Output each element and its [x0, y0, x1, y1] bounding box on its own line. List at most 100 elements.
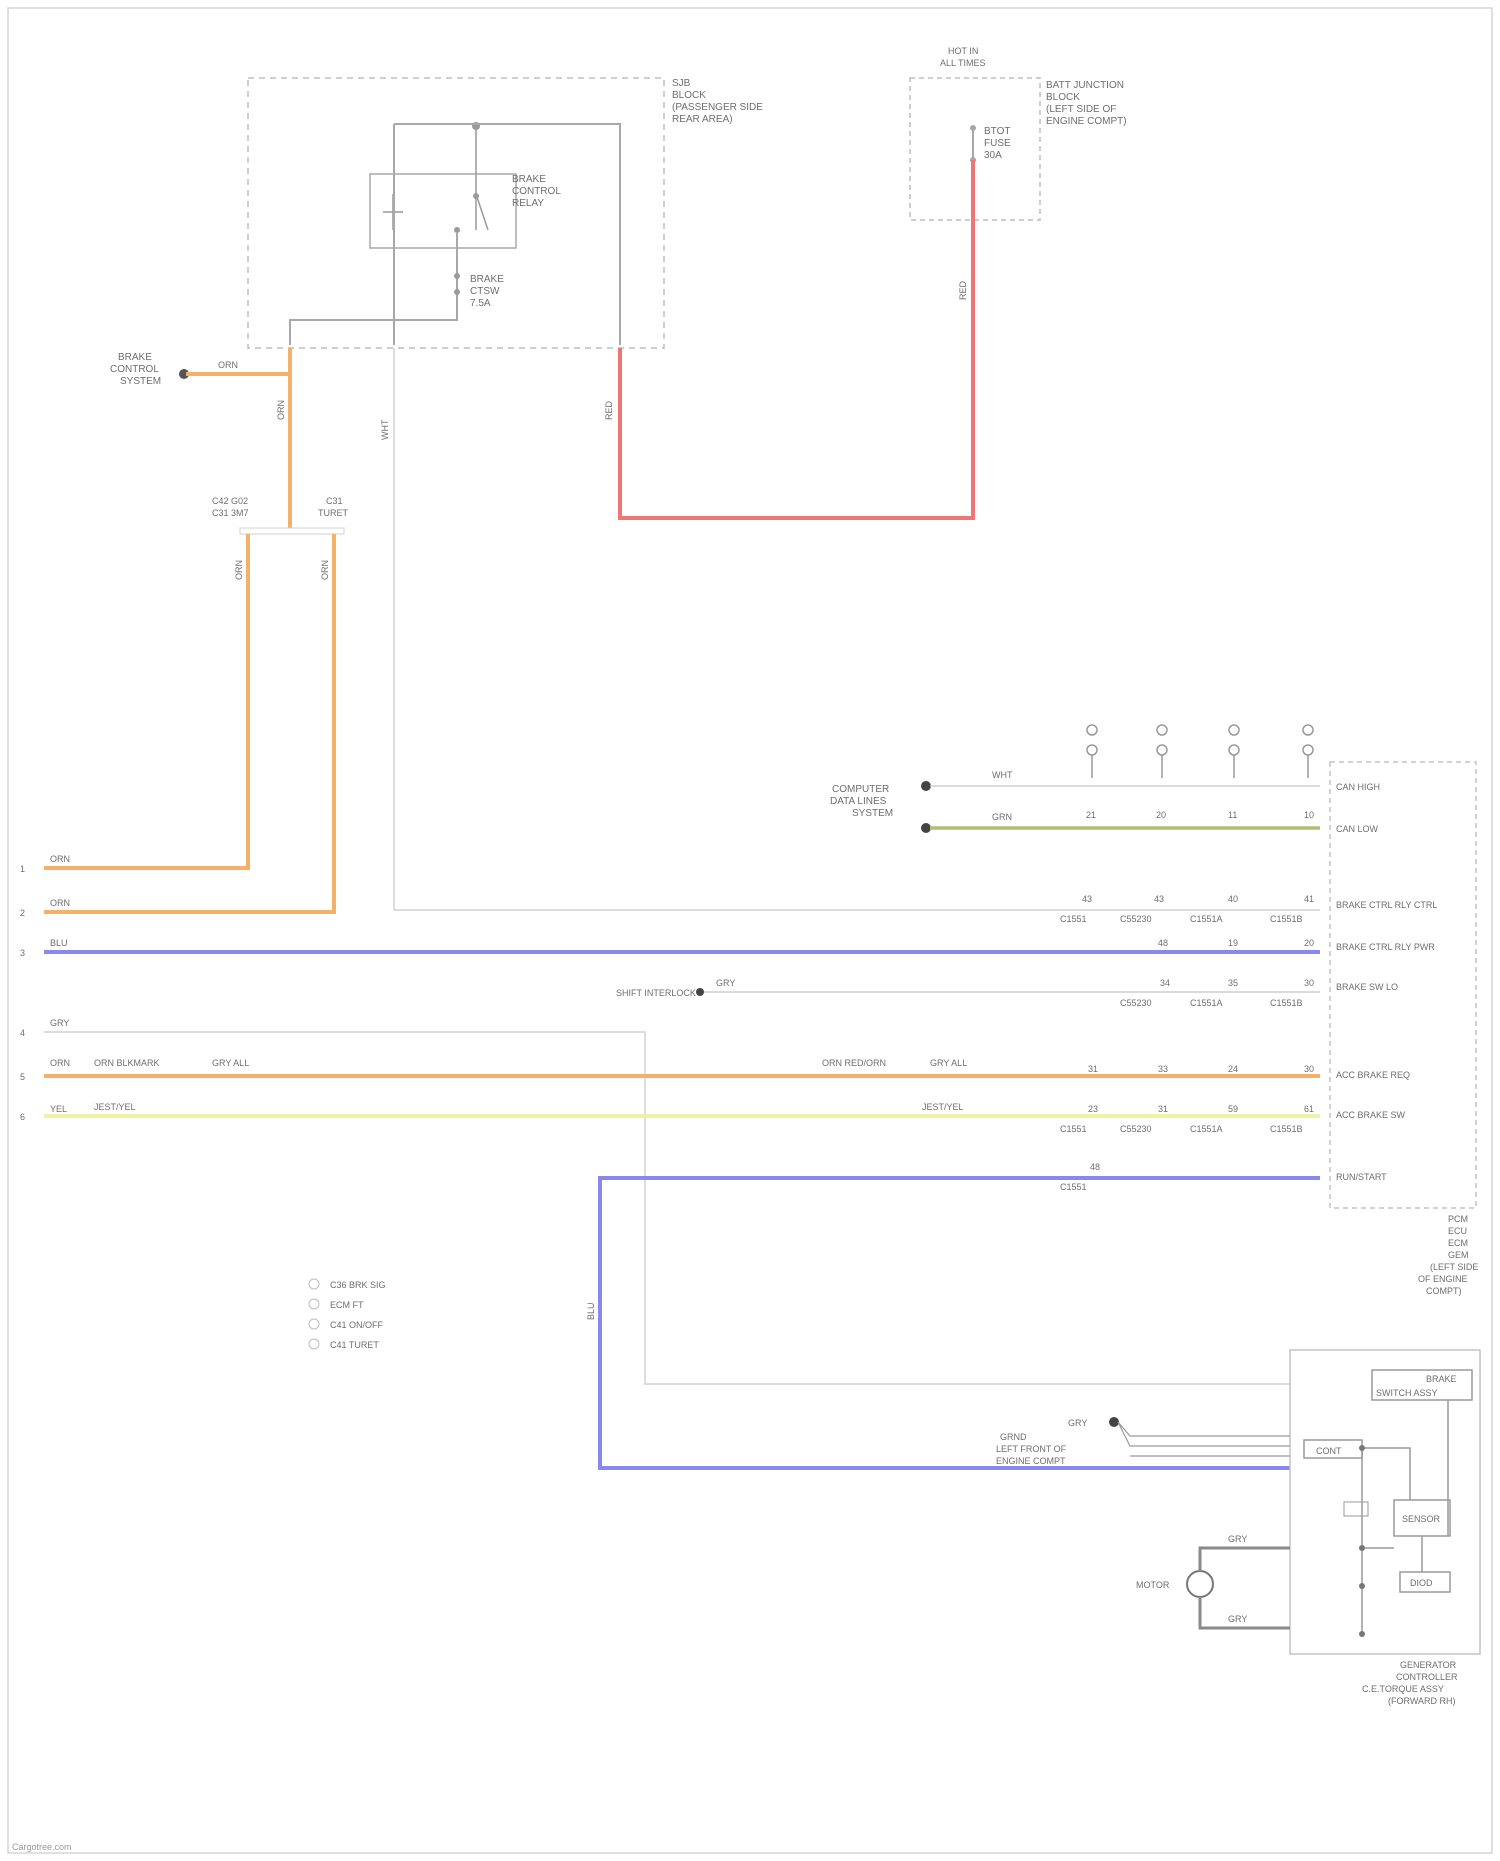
ecm-pin-labels: CAN HIGH CAN LOW BRAKE CTRL RLY CTRL BRA… — [1336, 782, 1437, 1182]
svg-text:59: 59 — [1228, 1104, 1238, 1114]
controller-node — [1359, 1583, 1365, 1589]
svg-text:(LEFT SIDE OF: (LEFT SIDE OF — [1046, 104, 1116, 115]
svg-text:C1551A: C1551A — [1190, 914, 1223, 924]
svg-text:RELAY: RELAY — [512, 198, 544, 209]
svg-text:OF ENGINE: OF ENGINE — [1418, 1274, 1468, 1284]
svg-text:GENERATOR: GENERATOR — [1400, 1660, 1457, 1670]
relay-contact — [473, 193, 479, 199]
orange-wire — [44, 534, 334, 912]
orange-wire-label: ORN — [276, 400, 286, 420]
svg-text:GEM: GEM — [1448, 1250, 1469, 1260]
svg-text:TURET: TURET — [318, 508, 348, 518]
gray-wire-label: WHT — [380, 419, 390, 440]
svg-text:BRAKE SW LO: BRAKE SW LO — [1336, 982, 1398, 992]
svg-text:41: 41 — [1304, 894, 1314, 904]
svg-text:30: 30 — [1304, 978, 1314, 988]
svg-text:FUSE: FUSE — [984, 138, 1011, 149]
red-wire-label: RED — [604, 400, 614, 420]
can-wire-label: GRN — [992, 812, 1012, 822]
ecm-name: PCM ECU ECM GEM (LEFT SIDE OF ENGINE COM… — [1418, 1214, 1478, 1296]
svg-text:C31 3M7: C31 3M7 — [212, 508, 249, 518]
svg-text:(LEFT SIDE: (LEFT SIDE — [1430, 1262, 1478, 1272]
svg-text:ENGINE COMPT): ENGINE COMPT) — [1046, 116, 1127, 127]
brake-control-system-label: BRAKE CONTROL SYSTEM — [110, 352, 161, 387]
svg-text:ALL TIMES: ALL TIMES — [940, 58, 986, 68]
svg-text:31: 31 — [1088, 1064, 1098, 1074]
svg-text:C41 TURET: C41 TURET — [330, 1340, 379, 1350]
controller-node — [1359, 1631, 1365, 1637]
brake-control-relay — [370, 174, 516, 248]
svg-text:40: 40 — [1228, 894, 1238, 904]
fuse-terminal — [454, 289, 460, 295]
svg-text:24: 24 — [1228, 1064, 1238, 1074]
svg-text:ACC BRAKE REQ: ACC BRAKE REQ — [1336, 1070, 1410, 1080]
svg-text:GRY: GRY — [50, 1018, 69, 1028]
svg-text:ORN: ORN — [50, 1058, 70, 1068]
svg-text:BRAKE: BRAKE — [470, 274, 504, 285]
fuse-label: BTOT FUSE 30A — [984, 126, 1011, 161]
relay-wire — [290, 232, 457, 345]
svg-text:C31: C31 — [326, 496, 343, 506]
svg-text:BRAKE: BRAKE — [512, 174, 546, 185]
watermark: Cargotree.com — [12, 1842, 72, 1852]
svg-text:33: 33 — [1158, 1064, 1168, 1074]
can-connector — [921, 781, 931, 791]
can-connector — [921, 823, 931, 833]
shift-interlock-label: SHIFT INTERLOCK — [616, 988, 696, 998]
svg-text:30A: 30A — [984, 150, 1002, 161]
svg-text:SJB: SJB — [672, 78, 691, 89]
svg-text:48: 48 — [1090, 1162, 1100, 1172]
svg-text:ENGINE COMPT: ENGINE COMPT — [996, 1456, 1066, 1466]
svg-text:COMPUTER: COMPUTER — [832, 784, 889, 795]
legend: C36 BRK SIG ECM FT C41 ON/OFF C41 TURET — [309, 1279, 386, 1350]
fuse-terminal — [970, 125, 976, 131]
svg-text:61: 61 — [1304, 1104, 1314, 1114]
svg-text:C1551: C1551 — [1060, 1182, 1087, 1192]
svg-text:43: 43 — [1154, 894, 1164, 904]
svg-text:C42 G02: C42 G02 — [212, 496, 248, 506]
svg-text:10: 10 — [1304, 810, 1314, 820]
ecm-top-connectors — [1087, 725, 1313, 778]
red-wire-label: RED — [958, 280, 968, 300]
svg-text:DATA LINES: DATA LINES — [830, 796, 887, 807]
controller-small — [1344, 1502, 1368, 1516]
svg-text:34: 34 — [1160, 978, 1170, 988]
svg-text:ORN RED/ORN: ORN RED/ORN — [822, 1058, 886, 1068]
svg-text:JEST/YEL: JEST/YEL — [922, 1102, 964, 1112]
svg-text:ORN: ORN — [50, 898, 70, 908]
connector-pair-label: C42 G02 C31 3M7 C31 TURET — [212, 496, 348, 518]
svg-text:ECM FT: ECM FT — [330, 1300, 364, 1310]
blue-wire-label: BLU — [586, 1302, 596, 1320]
svg-text:43: 43 — [1082, 894, 1092, 904]
bottom-ground-wire-label: GRY — [1068, 1418, 1087, 1428]
svg-text:CTSW: CTSW — [470, 286, 500, 297]
controller-cont-label: CONT — [1316, 1446, 1342, 1456]
gray-wire-label: GRY — [716, 978, 735, 988]
svg-text:CONTROLLER: CONTROLLER — [1396, 1672, 1458, 1682]
bottom-ground-connector — [1109, 1417, 1119, 1427]
svg-text:C1551B: C1551B — [1270, 998, 1303, 1008]
shift-interlock-connector — [696, 988, 704, 996]
controller-diod-label: DIOD — [1410, 1578, 1433, 1588]
svg-text:C36 BRK SIG: C36 BRK SIG — [330, 1280, 386, 1290]
svg-text:GRY ALL: GRY ALL — [212, 1058, 249, 1068]
svg-text:C1551B: C1551B — [1270, 914, 1303, 924]
svg-text:C.E.TORQUE ASSY: C.E.TORQUE ASSY — [1362, 1684, 1444, 1694]
fuse-terminal — [454, 273, 460, 279]
hot-at-all-times-label: HOT IN ALL TIMES — [940, 46, 986, 68]
svg-text:JEST/YEL: JEST/YEL — [94, 1102, 136, 1112]
relay-box-label: SJB BLOCK (PASSENGER SIDE REAR AREA) — [672, 78, 763, 125]
orange-wire-label: ORN — [234, 560, 244, 580]
svg-text:ECU: ECU — [1448, 1226, 1467, 1236]
svg-text:3: 3 — [20, 948, 25, 958]
svg-text:BRAKE: BRAKE — [118, 352, 152, 363]
motor-wire-label: GRY — [1228, 1534, 1247, 1544]
connector-pair — [240, 528, 344, 534]
svg-text:C1551: C1551 — [1060, 914, 1087, 924]
svg-text:7.5A: 7.5A — [470, 298, 491, 309]
svg-text:C55230: C55230 — [1120, 1124, 1152, 1134]
gray-wire — [394, 348, 1320, 910]
svg-text:GRY ALL: GRY ALL — [930, 1058, 967, 1068]
svg-text:(PASSENGER SIDE: (PASSENGER SIDE — [672, 102, 763, 113]
motor — [1187, 1571, 1213, 1597]
